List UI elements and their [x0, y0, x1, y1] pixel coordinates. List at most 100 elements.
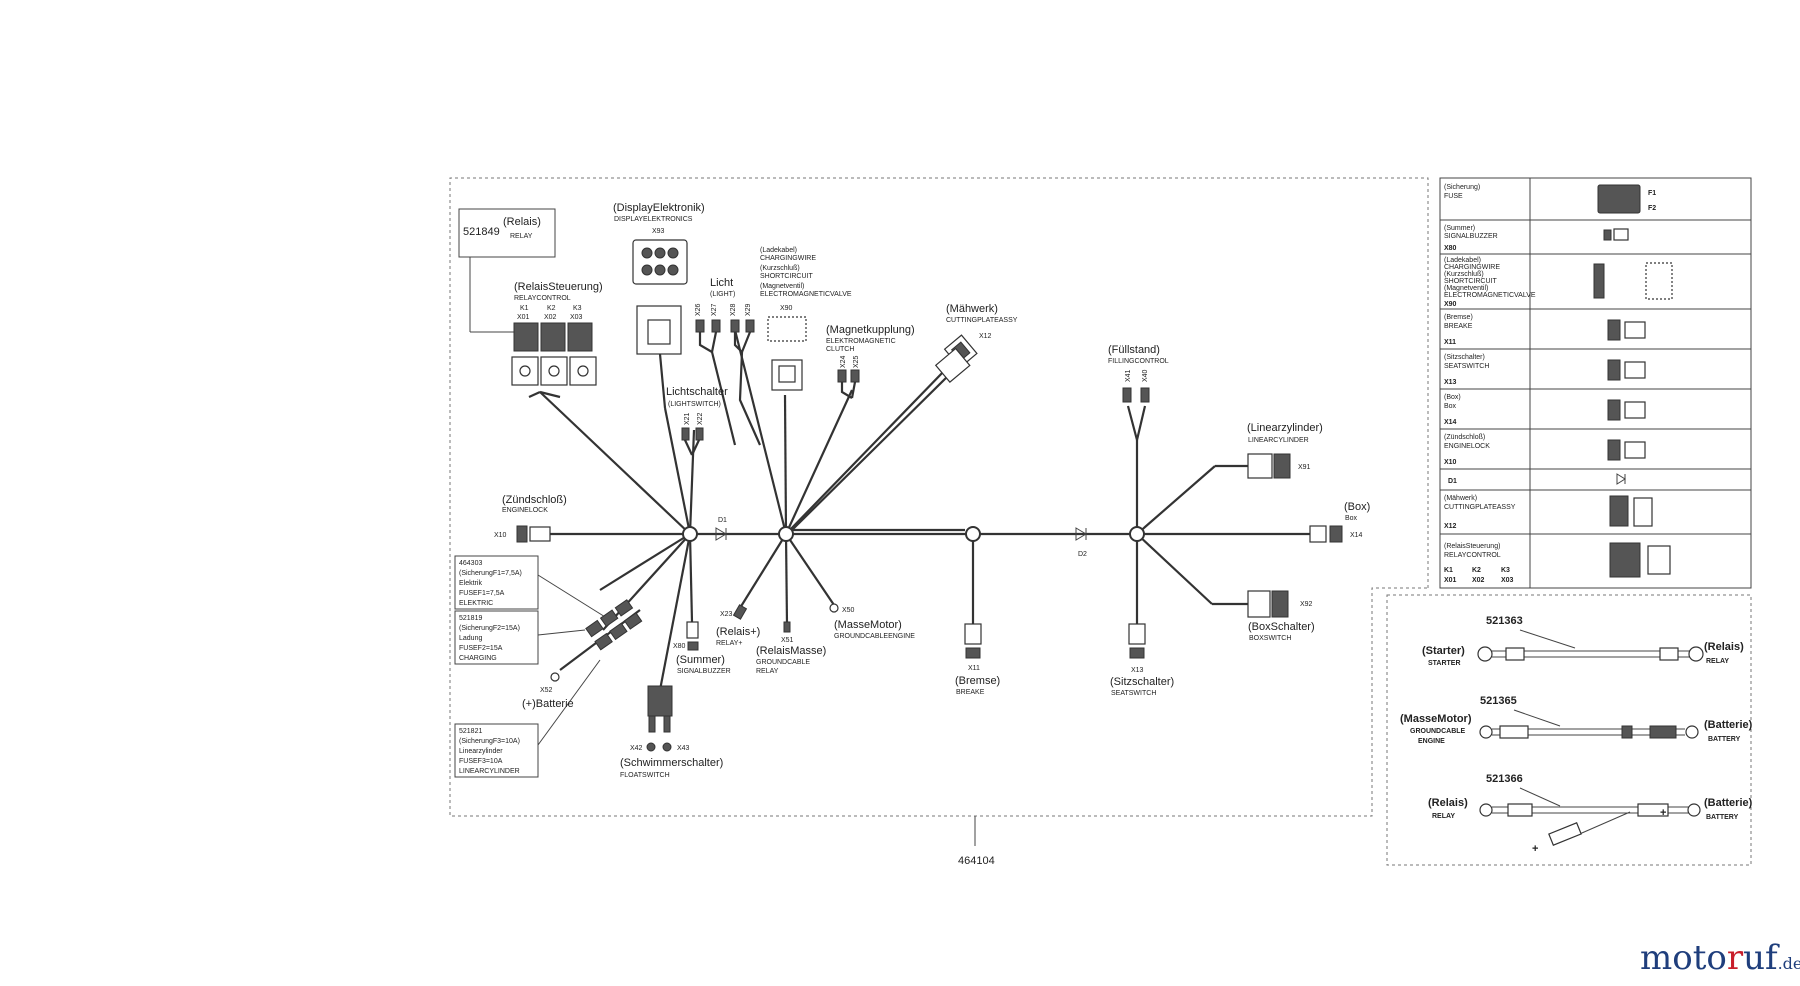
diagram-label: (Schwimmerschalter) [620, 757, 723, 769]
charging-wire-connector: (Ladekabel) CHARGINGWIRE (Kurzschluß) SH… [760, 247, 852, 391]
cable-2: 521365 (MasseMotor) GROUNDCABLE ENGINE (… [1400, 695, 1753, 745]
diagram-label: (Box) [1444, 394, 1461, 401]
diagram-label: 521365 [1480, 695, 1517, 707]
diagram-label: FUSEF1=7,5A [459, 590, 505, 597]
diagram-label: CHARGINGWIRE [760, 255, 816, 262]
diagram-label: X22 [697, 412, 704, 425]
diagram-label: X23 [720, 611, 733, 618]
diagram-label: (Füllstand) [1108, 344, 1160, 356]
diagram-label: X80 [1444, 245, 1457, 252]
filling-control-connector: (Füllstand) FILLINGCONTROL X41 X40 [1108, 344, 1169, 403]
diagram-label: (SicherungF1=7,5A) [459, 570, 522, 577]
fuse-holder-icon [585, 599, 643, 651]
diagram-label: X25 [853, 355, 860, 368]
diagram-label: (Zündschloß) [502, 494, 567, 506]
diagram-label: X41 [1125, 369, 1132, 382]
diagram-label: RELAYCONTROL [1444, 552, 1501, 559]
diagram-label: X80 [673, 643, 686, 650]
diagram-label: FUSEF3=10A [459, 758, 503, 765]
relay-control-connector: (RelaisSteuerung) RELAYCONTROL K1 K2 K3 … [511, 281, 603, 386]
diagram-label: (MasseMotor) [834, 619, 902, 631]
diagram-label: SHORTCIRCUIT [760, 273, 813, 280]
diagram-label: Elektrik [459, 580, 482, 587]
diagram-label: ELECTROMAGNETICVALVE [760, 291, 852, 298]
diagram-label: (Batterie) [1704, 719, 1753, 731]
harness-junction-3 [965, 526, 981, 542]
diagram-label: (Sitzschalter) [1444, 354, 1485, 361]
diagram-label: X13 [1131, 667, 1144, 674]
diagram-label: (Bremse) [955, 675, 1000, 687]
diagram-label: ELECTROMAGNETICVALVE [1444, 292, 1536, 299]
diagram-label: SHORTCIRCUIT [1444, 278, 1497, 285]
seat-switch-connector: X13 (Sitzschalter) SEATSWITCH [1110, 623, 1174, 697]
box-switch-connector: X92 (BoxSchalter) BOXSWITCH [1247, 590, 1315, 642]
diagram-label: X27 [711, 303, 718, 316]
diagram-label: GROUNDCABLE [1410, 728, 1466, 735]
diagram-label: X11 [968, 665, 980, 672]
diagram-label: X90 [780, 305, 793, 312]
diagram-label: X52 [540, 687, 553, 694]
cutting-plate-connector: (Mähwerk) CUTTINGPLATEASSY X12 [934, 303, 1018, 383]
diagram-label: SIGNALBUZZER [1444, 233, 1498, 240]
diagram-label: F2 [1648, 205, 1656, 212]
diagram-label: (Sitzschalter) [1110, 676, 1174, 688]
diagram-label: (+)Batterie [522, 698, 574, 710]
diagram-label: (Ladekabel) [1444, 257, 1481, 264]
diagram-label: (Zündschloß) [1444, 434, 1485, 441]
diagram-label: K3 [573, 305, 582, 312]
diagram-label: X50 [842, 607, 855, 614]
diagram-label: + [1660, 807, 1666, 819]
diagram-label: (DisplayElektronik) [613, 202, 705, 214]
diagram-label: K1 [520, 305, 529, 312]
diagram-label: Licht [710, 277, 733, 289]
diagram-label: CLUTCH [826, 346, 854, 353]
fuse-f2-box: 521819 (SicherungF2=15A) Ladung FUSEF2=1… [454, 610, 539, 665]
diagram-label: K3 [1501, 567, 1510, 574]
diagram-label: RELAY+ [716, 640, 743, 647]
display-electronics-connector: (DisplayElektronik) DISPLAYELEKTRONICS X… [613, 202, 705, 409]
diagram-label: (Mähwerk) [946, 303, 998, 315]
diagram-label: (Relais+) [716, 626, 760, 638]
diagram-label: (MasseMotor) [1400, 713, 1472, 725]
diagram-label: D2 [1078, 551, 1087, 558]
diagram-label: X51 [781, 637, 794, 644]
diagram-label: (Linearzylinder) [1247, 422, 1323, 434]
diagram-label: CHARGING [459, 655, 497, 662]
diagram-label: ELEKTROMAGNETIC [826, 338, 896, 345]
diagram-label: K1 [1444, 567, 1453, 574]
diagram-label: X26 [695, 303, 702, 316]
diagram-label: X10 [494, 532, 507, 539]
harness-junction-2 [778, 526, 794, 542]
diagram-label: ELEKTRIC [459, 600, 493, 607]
diagram-label: 521366 [1486, 773, 1523, 785]
diagram-label: X91 [1298, 464, 1311, 471]
diagram-label: BREAKE [1444, 323, 1473, 330]
diagram-label: CHARGINGWIRE [1444, 264, 1500, 271]
diagram-label: X14 [1350, 532, 1363, 539]
engine-ground-connector: X50 (MasseMotor) GROUNDCABLEENGINE [829, 603, 915, 640]
diagram-label: (SicherungF2=15A) [459, 625, 520, 632]
diagram-label: + [1532, 843, 1538, 855]
diagram-label: X12 [1444, 523, 1457, 530]
diagram-label: (Relais) [1428, 797, 1468, 809]
diagram-label: X24 [840, 355, 847, 368]
diagram-label: LINEARCYLINDER [459, 768, 520, 775]
diagram-label: (Starter) [1422, 645, 1465, 657]
battery-connector: X52 (+)Batterie [522, 672, 574, 710]
diagram-label: ENGINE [1418, 738, 1445, 745]
diagram-label: Box [1345, 515, 1358, 522]
harness-junction-1 [682, 526, 698, 542]
diagram-label: X28 [730, 303, 737, 316]
fuse-f3-box: 521821 (SicherungF3=10A) Linearzylinder … [454, 723, 539, 778]
electromagnetic-clutch-connector: (Magnetkupplung) ELEKTROMAGNETIC CLUTCH … [826, 324, 915, 399]
diagram-label: X03 [1501, 577, 1514, 584]
diagram-label: (BoxSchalter) [1248, 621, 1315, 633]
diagram-label: RELAY [1432, 813, 1455, 820]
diagram-label: X13 [1444, 379, 1457, 386]
diode-d2: D2 [1075, 527, 1087, 558]
diagram-label: LINEARCYLINDER [1248, 437, 1309, 444]
diagram-label: FILLINGCONTROL [1108, 358, 1169, 365]
diagram-label: X11 [1444, 339, 1456, 346]
diagram-label: X03 [570, 314, 583, 321]
diagram-label: F1 [1648, 190, 1656, 197]
